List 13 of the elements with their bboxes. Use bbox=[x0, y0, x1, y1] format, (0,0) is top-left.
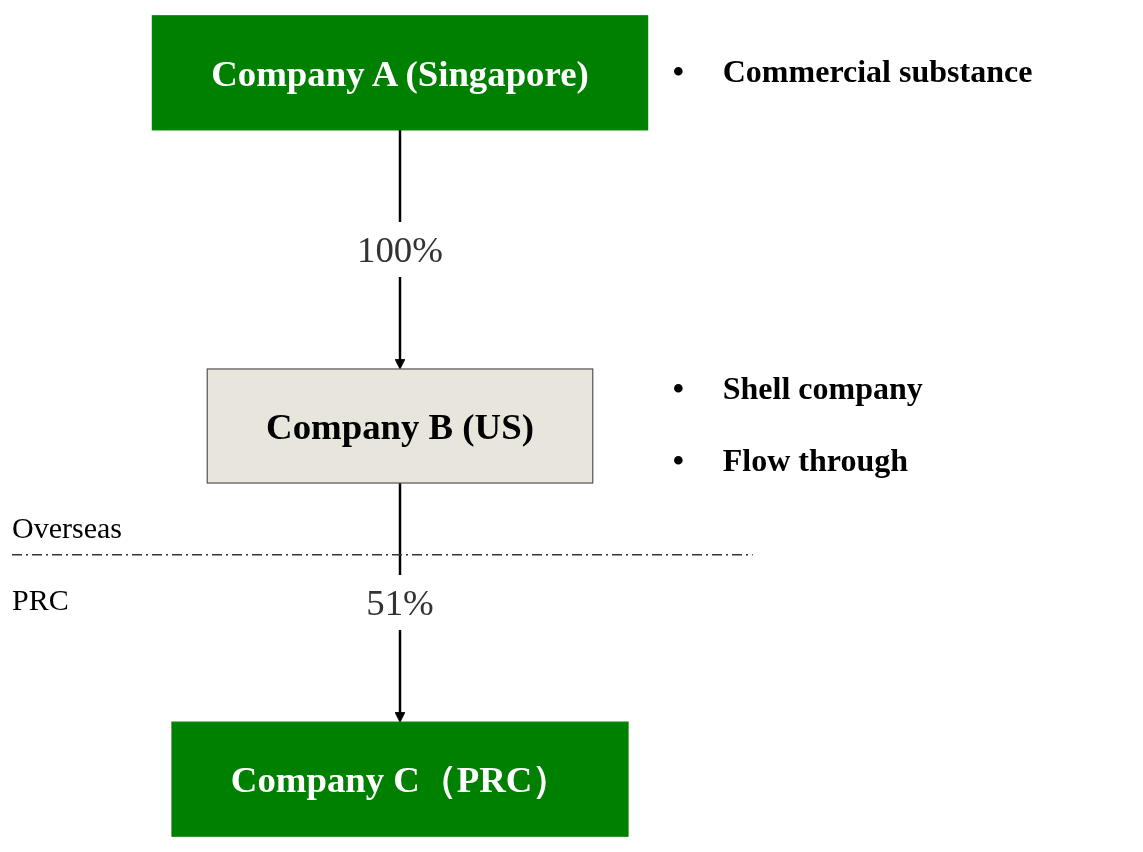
bullet-marker: • bbox=[672, 370, 684, 407]
node-box: Company A (Singapore) bbox=[151, 15, 649, 131]
node-box: Company B (US) bbox=[206, 368, 594, 484]
edge-label: 100% bbox=[357, 229, 443, 270]
region-label: PRC bbox=[12, 582, 69, 617]
node-box: Company C（PRC） bbox=[171, 721, 629, 837]
bullet-point: Shell company bbox=[722, 370, 923, 407]
bullet-marker: • bbox=[672, 442, 684, 479]
bullet-marker: • bbox=[672, 52, 684, 90]
bullet-point: Flow through bbox=[722, 442, 908, 479]
edge-label: 51% bbox=[366, 582, 434, 623]
region-label: Overseas bbox=[12, 510, 122, 545]
bullet-point: Commercial substance bbox=[722, 52, 1033, 90]
